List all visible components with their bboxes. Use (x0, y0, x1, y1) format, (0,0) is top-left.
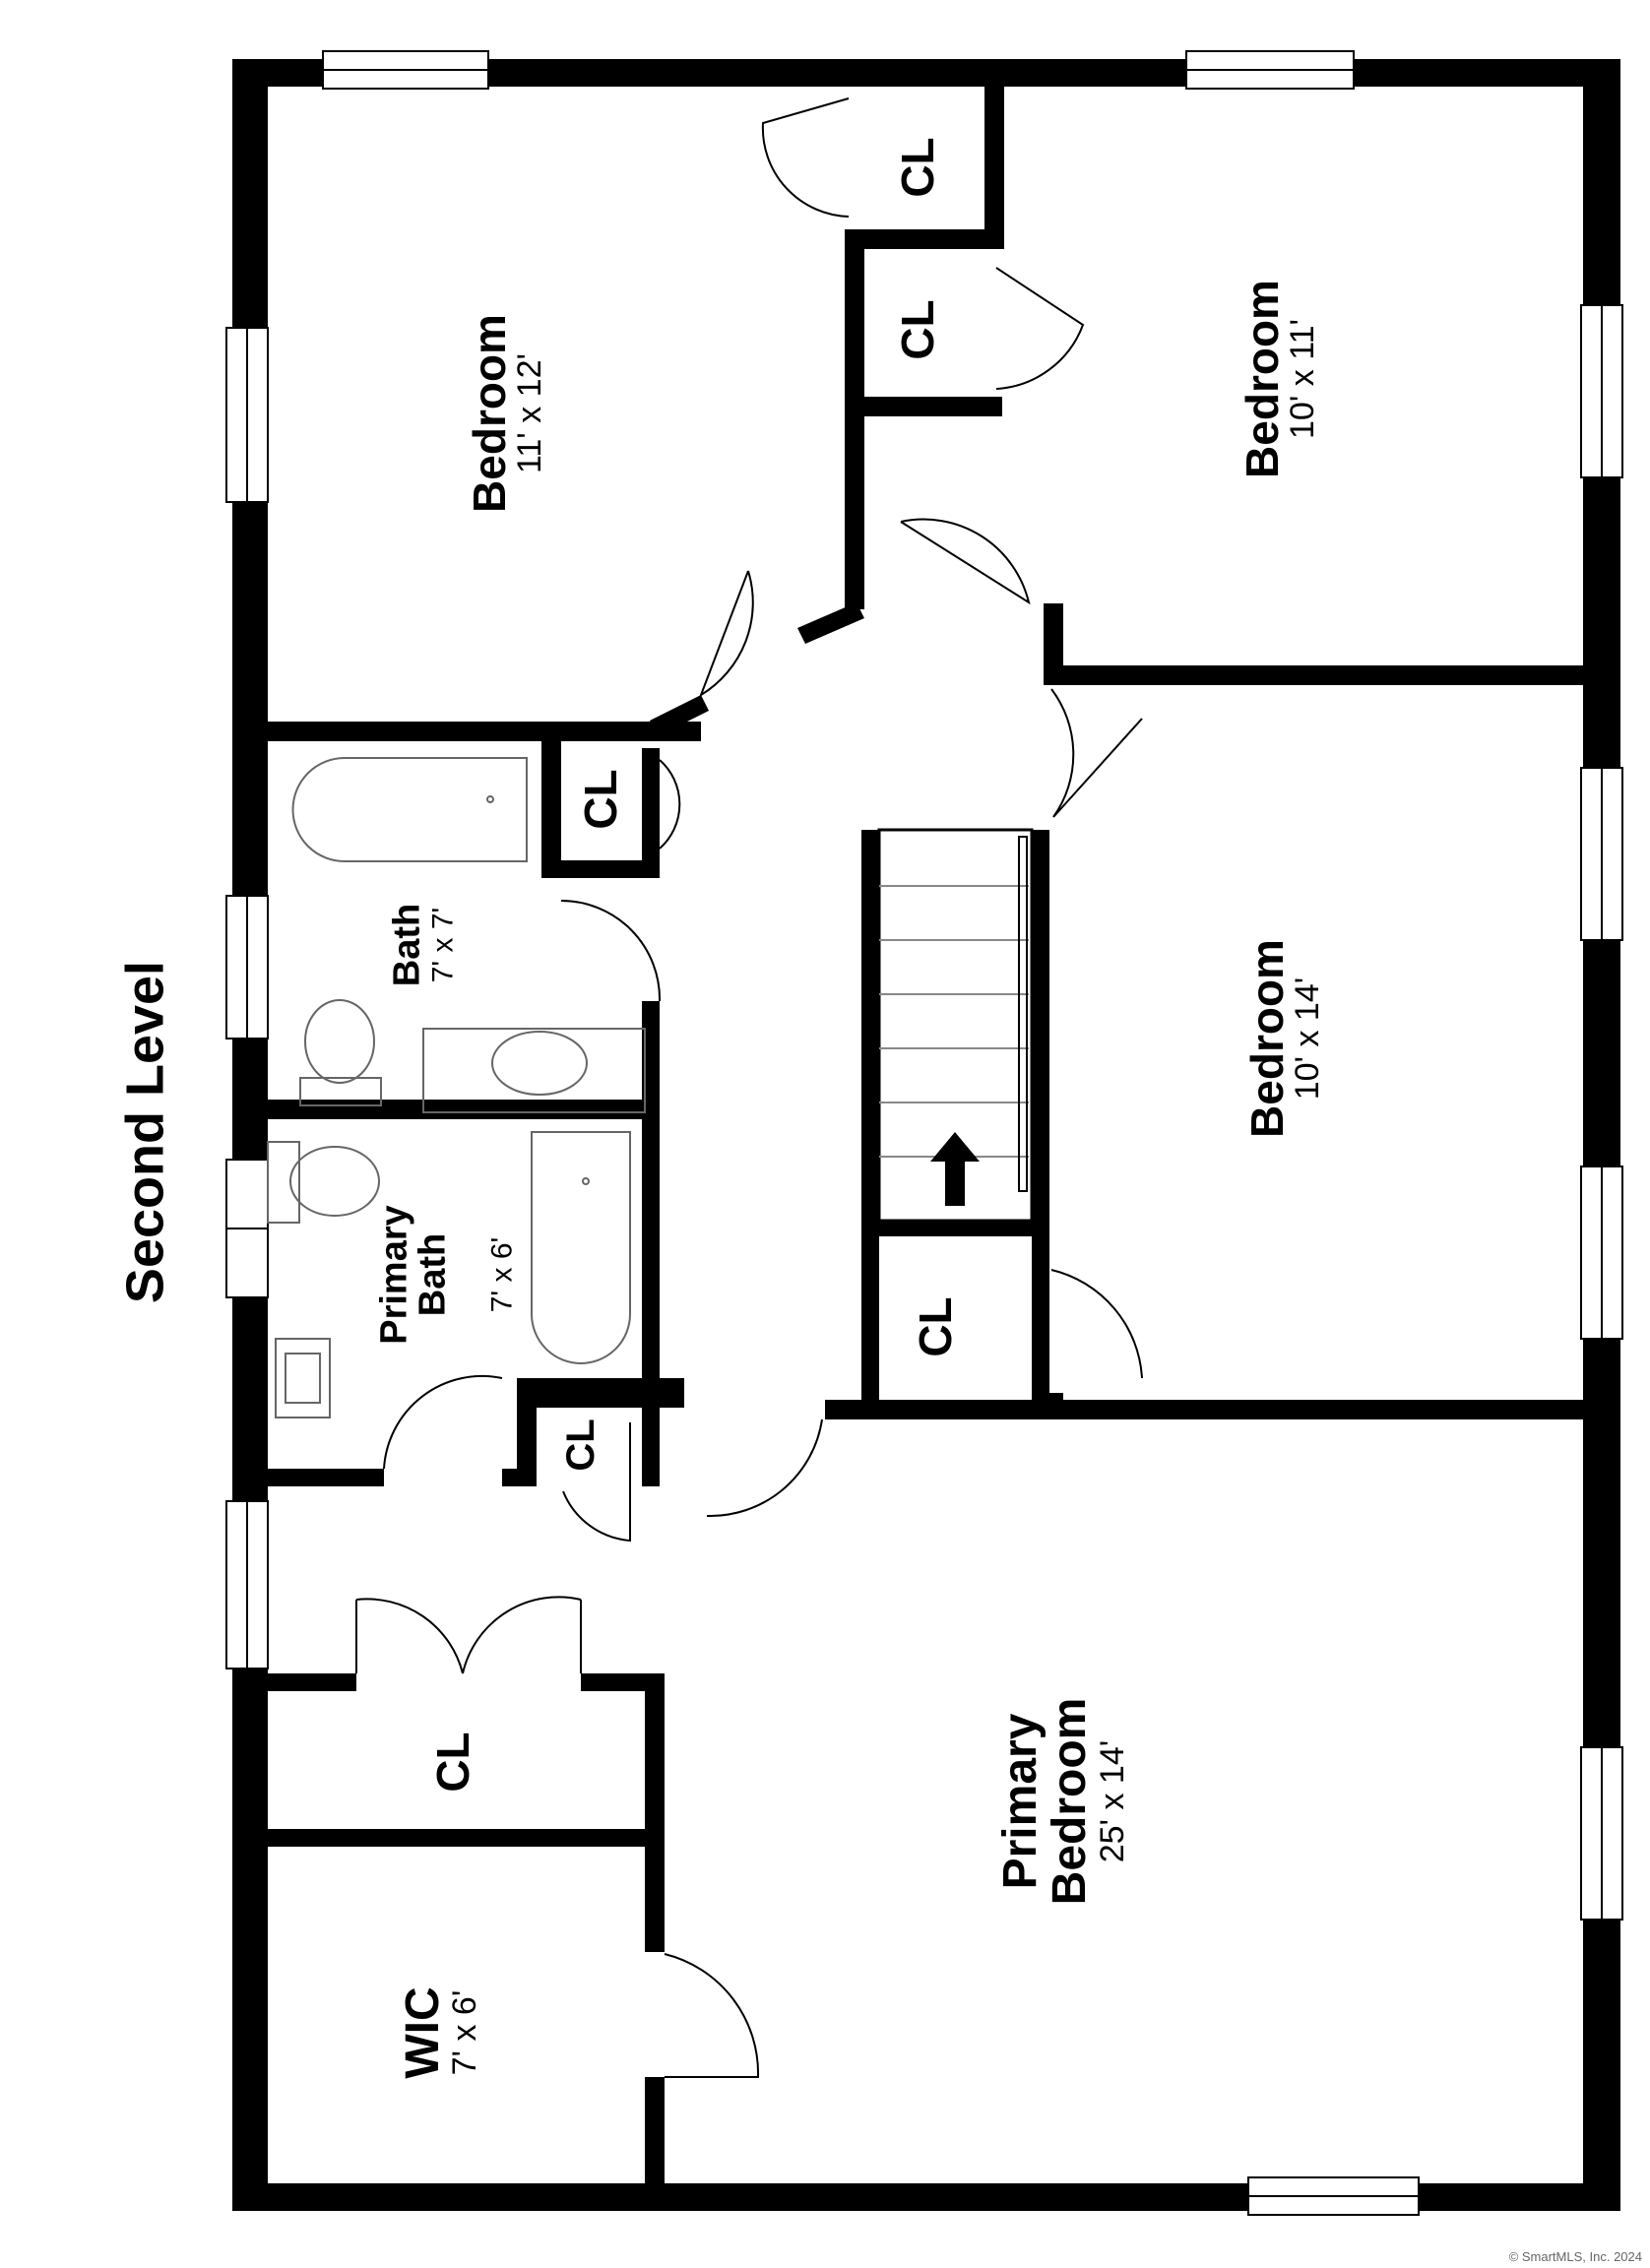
room-dimensions: 7' x 6' (446, 1989, 484, 2076)
room-primary-bedroom: Primary Bedroom 25' x 14' (993, 1697, 1131, 1906)
room-dimensions: 25' x 14' (1093, 1739, 1131, 1863)
bathtub-bath (291, 757, 528, 862)
door-swings (355, 97, 1143, 2078)
copyright-text: © SmartMLS, Inc. 2024 (1508, 2249, 1642, 2264)
room-bath: Bath 7' x 7' (386, 903, 460, 987)
closet-label: CL (574, 769, 626, 830)
bathtub-primary (531, 1131, 631, 1364)
closet-label: CL (559, 1418, 603, 1472)
room-dimensions: 10' x 14' (1289, 976, 1327, 1101)
room-wic: WIC 7' x 6' (396, 1986, 484, 2079)
room-dimensions: 11' x 12' (511, 353, 549, 473)
stairs-arrow-icon (930, 1132, 980, 1206)
closet-label: CL (891, 137, 943, 198)
room-bedroom-ne: Bedroom 10' x 11' (1237, 280, 1322, 478)
room-name: Bedroom (1241, 939, 1294, 1138)
fixtures (267, 757, 646, 1418)
room-name: Bath (386, 903, 428, 987)
room-name: Primary Bath (372, 1205, 454, 1345)
sink-bath (491, 1031, 588, 1096)
room-name: WIC (396, 1986, 449, 2079)
room-bedroom-nw: Bedroom 11' x 12' (464, 314, 549, 513)
closet-label: CL (891, 299, 943, 360)
room-name: Bedroom (1237, 280, 1289, 478)
room-primary-bath: Primary Bath 7' x 6' (342, 1205, 534, 1345)
stairs (877, 828, 1034, 1223)
room-bedroom-e: Bedroom 10' x 14' (1241, 939, 1327, 1138)
room-dimensions: 7' x 6' (485, 1236, 519, 1313)
toilet-bath (304, 999, 375, 1084)
level-title: Second Level (115, 960, 175, 1304)
closet-label: CL (426, 1732, 478, 1793)
room-name: Primary Bedroom (993, 1697, 1097, 1906)
windows (225, 50, 1623, 2216)
walls (232, 59, 1620, 2211)
sink-primary (275, 1338, 331, 1418)
toilet-primary (289, 1146, 380, 1217)
room-name: Bedroom (464, 314, 516, 513)
closet-label: CL (909, 1296, 961, 1357)
room-dimensions: 10' x 11' (1284, 319, 1322, 439)
room-dimensions: 7' x 7' (426, 907, 460, 983)
